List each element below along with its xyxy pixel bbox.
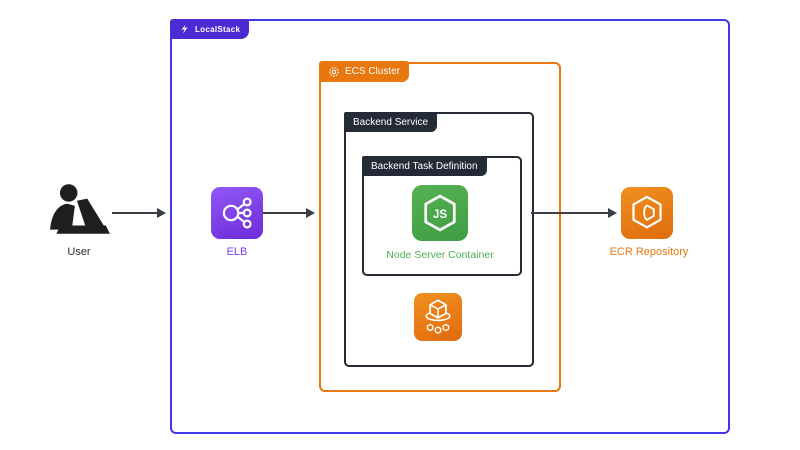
ecs-cluster-box (319, 62, 561, 392)
ecs-cluster-badge: ECS Cluster (319, 61, 410, 82)
user-label: User (67, 246, 91, 258)
localstack-boundary-box (170, 19, 730, 434)
backend-service-badge: Backend Service (344, 112, 438, 132)
backend-service-badge-label: Backend Service (353, 116, 429, 128)
ecs-cluster-badge-label: ECS Cluster (345, 66, 401, 77)
elb-node (211, 187, 263, 239)
localstack-logo-icon (181, 24, 188, 34)
backend-service-box (344, 112, 534, 367)
arrow-user-to-localstack (112, 208, 166, 218)
ecs-icon (425, 299, 451, 334)
elb-label: ELB (226, 246, 248, 258)
arrow-backend-to-ecr (531, 208, 617, 218)
arrow-elb-to-ecs-cluster (263, 208, 315, 218)
ecs-service-node (414, 293, 462, 341)
elastic-load-balancer-icon (222, 197, 252, 229)
node-server-container-node: JS (412, 185, 468, 241)
ecs-cluster-icon (329, 66, 339, 77)
user-node (46, 184, 112, 238)
ecr-repository-label: ECR Repository (609, 246, 689, 258)
person-at-laptop-icon (50, 184, 110, 234)
nodejs-glyph: JS (433, 208, 447, 221)
node-server-container-label: Node Server Container (386, 249, 494, 261)
ecr-icon (632, 195, 662, 229)
backend-task-definition-badge-label: Backend Task Definition (371, 160, 478, 172)
nodejs-icon: JS (424, 194, 456, 232)
localstack-badge: LocalStack (170, 19, 250, 39)
ecr-repository-node (621, 187, 673, 239)
localstack-badge-label: LocalStack (195, 24, 241, 34)
backend-task-definition-badge: Backend Task Definition (362, 156, 487, 176)
